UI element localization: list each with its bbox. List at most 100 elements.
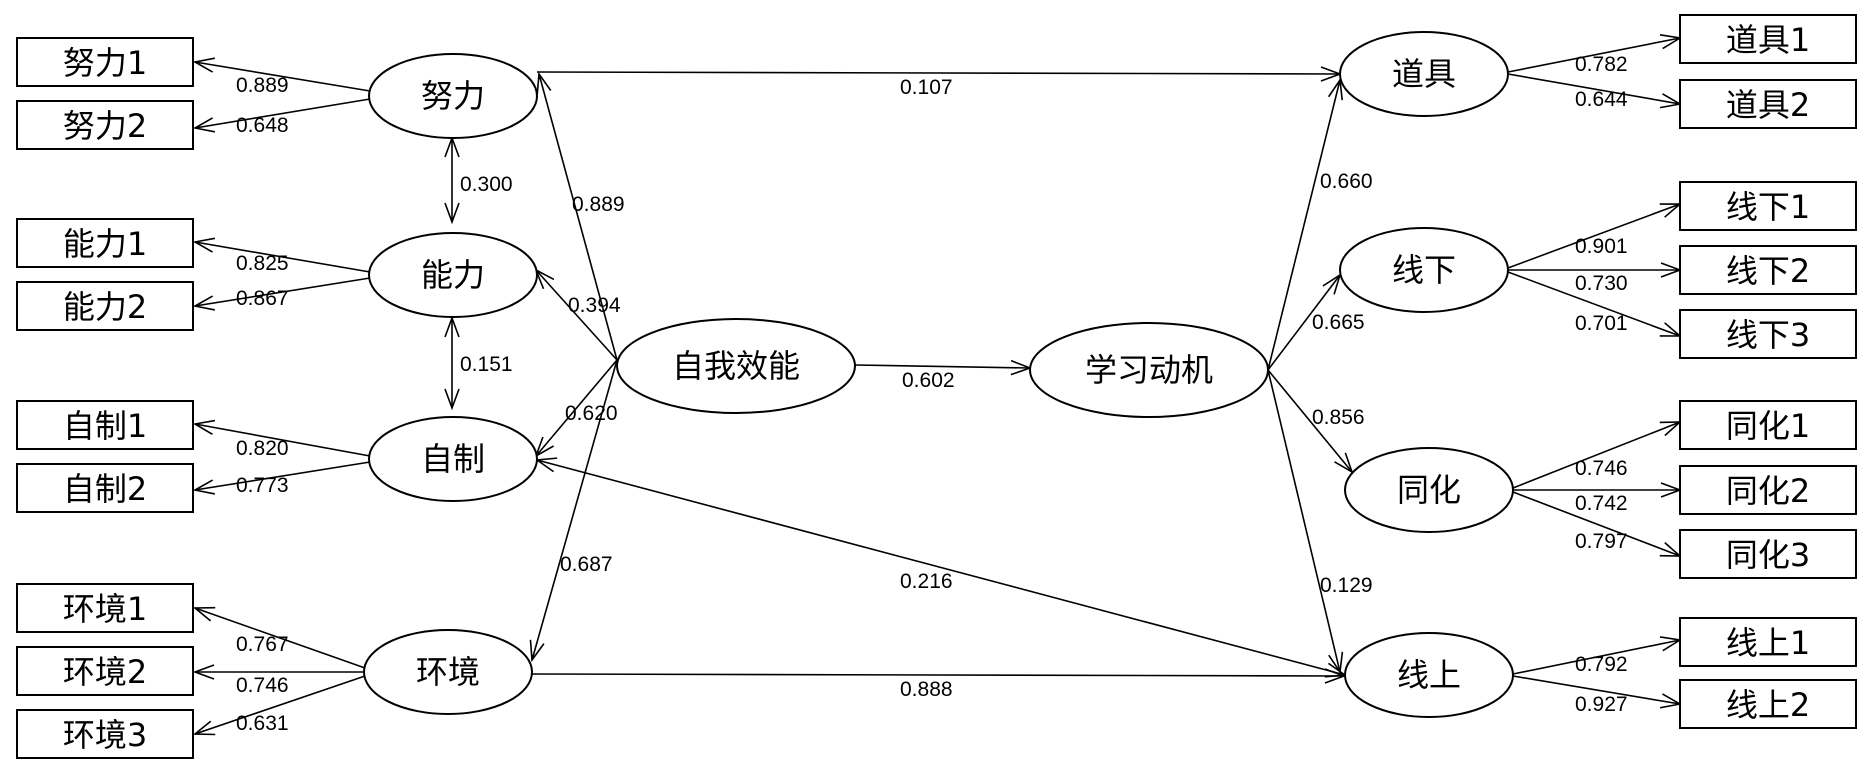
edge-label-ziwo-nuli: 0.889 [572,193,625,216]
node-nuli[interactable]: 努力 [368,53,538,139]
node-tonghua2[interactable]: 同化2 [1679,465,1857,515]
node-label: 学习动机 [1085,351,1213,389]
edge-line [195,608,366,669]
edge-huanjing-h2: 0.746 [195,672,365,697]
edge-nengli-zizhi: 0.151 [452,318,513,408]
edge-label-nengli-zizhi: 0.151 [460,353,513,376]
node-nengli[interactable]: 能力 [368,232,538,318]
edge-line [1267,369,1352,472]
edge-label-nuli-nengli: 0.300 [460,173,513,196]
edge-xuexi-xianshang: 0.129 [1267,369,1373,672]
node-xianshang1[interactable]: 线上1 [1679,617,1857,667]
edge-zizhi-xianshang: 0.216 [537,460,1345,675]
edge-label-xuexi-daoju: 0.660 [1320,170,1373,193]
node-zizhi2[interactable]: 自制2 [16,463,194,513]
node-xianxia2[interactable]: 线下2 [1679,245,1857,295]
node-xianxia3[interactable]: 线下3 [1679,309,1857,359]
node-nuli1[interactable]: 努力1 [16,37,194,87]
node-label: 自制2 [63,470,147,508]
edge-line [536,359,618,456]
edge-nuli-nuli2: 0.648 [195,98,371,137]
edge-label-xuexi-xianshang: 0.129 [1320,574,1373,597]
node-nengli1[interactable]: 能力1 [16,218,194,268]
node-huanjing[interactable]: 环境 [363,629,533,715]
edge-ziwo-xuexi: 0.602 [854,365,1030,392]
edge-nuli-nengli: 0.300 [452,138,513,222]
edge-huanjing-h3: 0.631 [195,675,366,735]
edge-line [1507,73,1680,104]
edge-tonghua-t3: 0.797 [1512,491,1680,556]
node-ziwo[interactable]: 自我效能 [616,318,856,414]
node-xianshang[interactable]: 线上 [1344,632,1514,718]
node-label: 能力 [421,256,485,294]
node-huanjing2[interactable]: 环境2 [16,646,194,696]
node-label: 同化1 [1726,407,1810,445]
edge-ziwo-nengli: 0.394 [536,270,621,361]
edge-line [531,674,1344,676]
edge-line [195,242,371,273]
node-label: 线下 [1392,251,1456,289]
node-label: 同化 [1397,471,1461,509]
node-tonghua3[interactable]: 同化3 [1679,529,1857,579]
edge-label-ziwo-huanjing: 0.687 [560,553,613,576]
edge-nuli-daoju: 0.107 [536,72,1340,99]
edges-layer: 0.889 0.648 0.825 0.867 0.820 0.773 0.76… [195,38,1680,735]
edge-line [1512,491,1680,556]
node-zizhi1[interactable]: 自制1 [16,400,194,450]
node-label: 环境1 [63,590,147,628]
node-xianxia1[interactable]: 线下1 [1679,181,1857,231]
node-daoju2[interactable]: 道具2 [1679,79,1857,129]
edge-label-nuli-nuli1: 0.889 [236,74,289,97]
node-xuexi[interactable]: 学习动机 [1029,322,1269,418]
node-label: 道具 [1392,55,1456,93]
node-label: 自我效能 [672,347,800,385]
edge-label-nuli-daoju: 0.107 [900,76,953,99]
node-label: 同化3 [1726,536,1810,574]
edge-line [195,277,371,306]
edge-xianshang-s1: 0.792 [1512,640,1680,676]
node-label: 环境 [416,653,480,691]
node-tonghua1[interactable]: 同化1 [1679,400,1857,450]
edge-xuexi-daoju: 0.660 [1267,80,1373,371]
edge-xianshang-s2: 0.927 [1512,675,1680,716]
node-daoju[interactable]: 道具 [1339,31,1509,117]
node-tonghua[interactable]: 同化 [1344,447,1514,533]
node-xianxia[interactable]: 线下 [1339,227,1509,313]
edge-line [195,461,371,490]
edge-xianxia-x3: 0.701 [1507,271,1680,336]
edge-line [536,270,618,361]
edge-zizhi-zizhi2: 0.773 [195,461,371,497]
edge-label-daoju-d1: 0.782 [1575,53,1628,76]
node-label: 线下3 [1726,316,1810,354]
node-label: 能力2 [63,288,147,326]
node-label: 努力1 [63,44,147,82]
node-nuli2[interactable]: 努力2 [16,100,194,150]
edge-line [1267,80,1340,371]
node-label: 线下2 [1726,252,1810,290]
node-label: 环境2 [63,653,147,691]
edge-label-tonghua-t2: 0.742 [1575,492,1628,515]
edge-nengli-nengli2: 0.867 [195,277,371,310]
node-label: 能力1 [63,225,147,263]
edge-xianxia-x2: 0.730 [1508,270,1680,295]
edge-line [854,365,1030,368]
node-label: 努力 [421,77,485,115]
edge-line [195,675,366,734]
edge-label-xuexi-tonghua: 0.856 [1312,406,1365,429]
node-huanjing3[interactable]: 环境3 [16,709,194,759]
edge-label-tonghua-t3: 0.797 [1575,530,1628,553]
edge-label-xianshang-s1: 0.792 [1575,653,1628,676]
node-label: 努力2 [63,107,147,145]
node-label: 线上2 [1726,686,1810,724]
node-daoju1[interactable]: 道具1 [1679,14,1857,64]
edge-label-xuexi-xianxia: 0.665 [1312,311,1365,334]
node-zizhi[interactable]: 自制 [368,416,538,502]
node-label: 道具1 [1726,21,1810,59]
node-nengli2[interactable]: 能力2 [16,281,194,331]
edge-line [195,98,371,128]
edge-label-huanjing-h2: 0.746 [236,674,289,697]
node-xianshang2[interactable]: 线上2 [1679,679,1857,729]
edge-label-xianxia-x3: 0.701 [1575,312,1628,335]
node-huanjing1[interactable]: 环境1 [16,583,194,633]
edge-ziwo-zizhi: 0.620 [536,359,618,456]
